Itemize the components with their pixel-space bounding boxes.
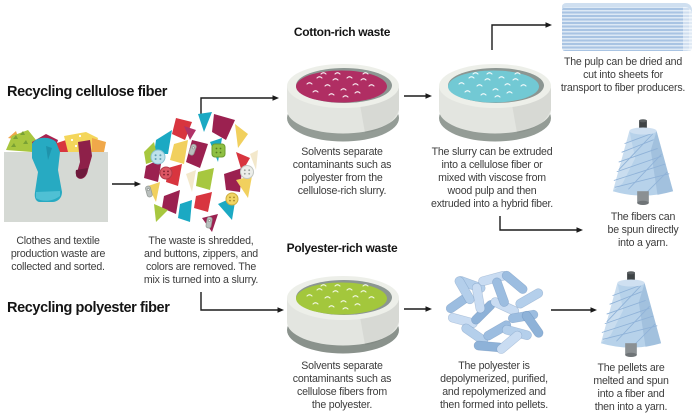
section-title-polyester: Recycling polyester fiber xyxy=(7,300,170,316)
slurry-bowl-cellulose-illustration xyxy=(439,64,551,142)
label-polyester-rich-waste: Polyester-rich waste xyxy=(286,241,398,255)
yarn-cone-polyester-illustration xyxy=(600,271,662,357)
yarn-cone-cellulose-illustration xyxy=(612,119,674,205)
arrow-shredded-to-cotton-bowl xyxy=(200,95,279,116)
label-cotton-rich-waste: Cotton-rich waste xyxy=(293,25,391,39)
shredded-waste-illustration xyxy=(144,112,258,232)
clothes-bin-illustration xyxy=(4,130,108,222)
caption-collect: Clothes and textile production waste are… xyxy=(10,235,106,273)
slurry-bowl-polyester-illustration xyxy=(287,276,399,354)
button-icons xyxy=(150,143,254,206)
caption-pulp: The pulp can be dried and cut into sheet… xyxy=(560,56,686,94)
caption-extrude: The slurry can be extruded into a cellul… xyxy=(431,146,553,210)
pulp-sheets-illustration xyxy=(562,3,692,51)
section-title-cellulose: Recycling cellulose fiber xyxy=(7,84,168,100)
zipper-icons xyxy=(145,143,213,229)
caption-fibers-spun: The fibers can be spun directly into a y… xyxy=(607,211,679,249)
caption-shred: The waste is shredded, and buttons, zipp… xyxy=(143,235,259,286)
arrow-shredded-to-polyester-bowl xyxy=(200,292,284,313)
slurry-bowl-cotton-illustration xyxy=(287,64,399,142)
cone-body xyxy=(612,130,674,196)
caption-cotton-solvents: Solvents separate contaminants such as p… xyxy=(292,146,392,197)
arrow-group xyxy=(112,22,597,313)
cotton-slurry-liquid xyxy=(296,70,387,103)
cellulose-slurry-liquid xyxy=(448,70,539,103)
cone-body xyxy=(600,282,662,348)
polyester-slurry-liquid xyxy=(296,282,387,315)
arrow-cellulose-to-yarn xyxy=(499,216,583,233)
caption-pellets-melted: The pellets are melted and spun into a f… xyxy=(593,362,669,413)
pellets-illustration xyxy=(445,270,544,354)
caption-depolymerize: The polyester is depolymerized, purified… xyxy=(439,360,549,411)
arrow-cellulose-to-sheets xyxy=(491,22,552,50)
caption-poly-solvents: Solvents separate contaminants such as c… xyxy=(292,360,392,411)
